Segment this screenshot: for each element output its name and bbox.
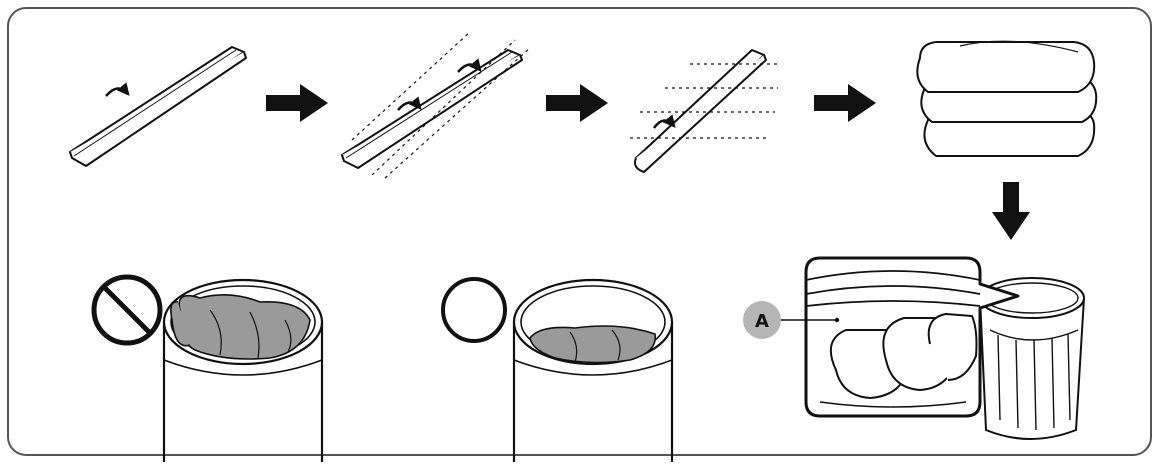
prohibited-icon	[91, 274, 163, 346]
basket-with-rolls	[979, 277, 1085, 440]
circle-ok-icon	[441, 277, 507, 343]
fold-step-3	[630, 49, 780, 173]
fold-arrow-icon	[652, 114, 676, 129]
outer-border	[7, 7, 1152, 456]
fold-step-1	[69, 46, 247, 167]
correct-load	[512, 278, 674, 462]
fold-step-2	[341, 31, 531, 179]
callout-badge: A	[743, 301, 781, 339]
fold-arrow-icon	[457, 58, 482, 73]
fold-arrow-icon	[397, 96, 422, 111]
fold-arrow-icon	[105, 82, 130, 97]
down-arrow-icon	[992, 182, 1030, 240]
incorrect-load	[162, 278, 324, 462]
zoom-callout	[804, 256, 1020, 418]
next-step-arrow-icon	[546, 84, 608, 122]
next-step-arrow-icon	[266, 84, 328, 122]
callout-label: A	[755, 311, 769, 332]
next-step-arrow-icon	[814, 84, 876, 122]
callout-leader-dot	[834, 317, 840, 323]
fold-step-4	[916, 40, 1098, 157]
